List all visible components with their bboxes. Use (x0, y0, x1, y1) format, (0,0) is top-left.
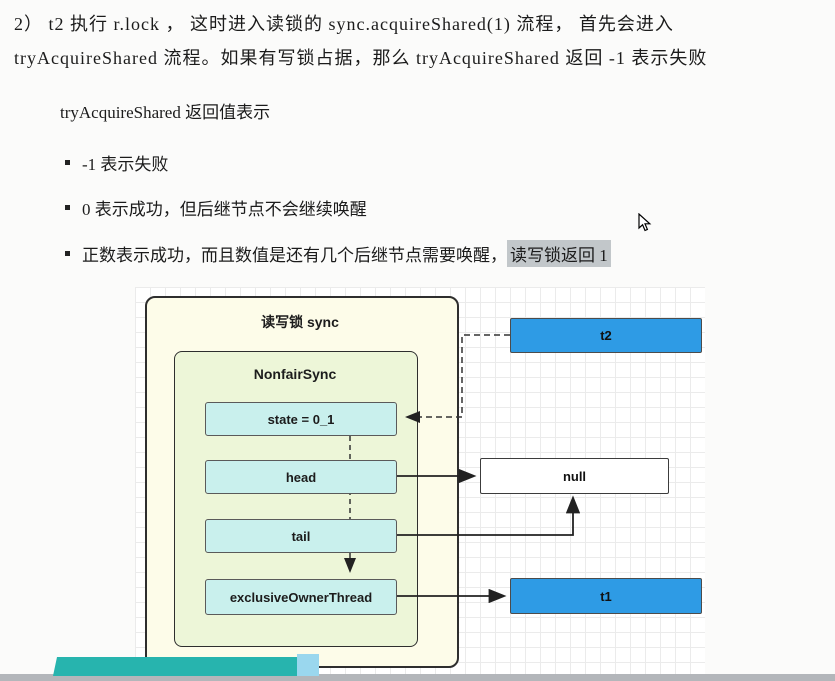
bullet-square-icon (65, 251, 70, 256)
field-box-tail: tail (205, 519, 397, 553)
field-box-head: head (205, 460, 397, 494)
node-t2: t2 (510, 318, 702, 353)
node-t1: t1 (510, 578, 702, 614)
bullet-item: 0 表示成功，但后继节点不会继续唤醒 (65, 195, 367, 220)
highlight-text: 读写锁返回 1 (507, 240, 611, 267)
paragraph-line-2: tryAcquireShared 流程。如果有写锁占据，那么 tryAcquir… (14, 48, 708, 68)
mouse-cursor-icon (638, 213, 652, 232)
node-null: null (480, 458, 669, 494)
paragraph-line-1: 2） t2 执行 r.lock ， 这时进入读锁的 sync.acquireSh… (14, 14, 674, 34)
bullet-square-icon (65, 160, 70, 165)
bullet-text: -1 表示失败 (82, 155, 169, 174)
bullet-square-icon (65, 205, 70, 210)
bullet-item: -1 表示失败 (65, 150, 168, 175)
subheading: tryAcquireShared 返回值表示 (60, 103, 271, 122)
field-box-state: state = 0_1 (205, 402, 397, 436)
watermark-shape (52, 657, 303, 676)
watermark-shape (297, 654, 319, 676)
inner-box-label: NonfairSync (253, 366, 337, 382)
outer-box-label: 读写锁 sync (261, 314, 339, 330)
bullet-text: 0 表示成功，但后继节点不会继续唤醒 (82, 200, 367, 219)
bullet-text: 正数表示成功，而且数值是还有几个后继节点需要唤醒， (82, 246, 507, 265)
bullet-item: 正数表示成功，而且数值是还有几个后继节点需要唤醒， 读写锁返回 1 (65, 240, 611, 267)
bottom-gray-bar (0, 674, 835, 681)
field-box-exclusiveownerthread: exclusiveOwnerThread (205, 579, 397, 615)
